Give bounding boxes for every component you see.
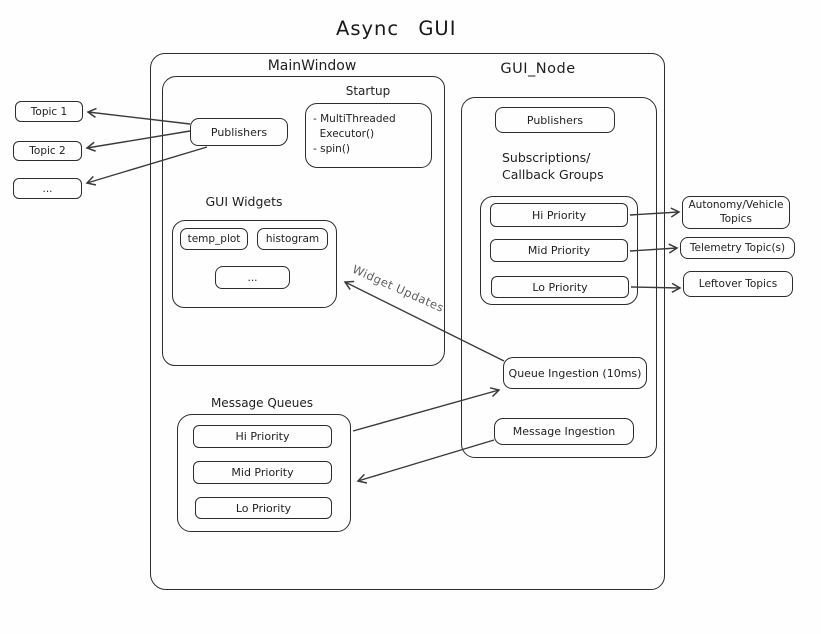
- widget-temp-plot-node: temp_plot: [180, 228, 248, 250]
- gui-widgets-label: GUI Widgets: [205, 194, 283, 209]
- gui-node-label: GUI_Node: [500, 61, 576, 77]
- mainwindow-label: MainWindow: [267, 58, 357, 74]
- callback-mid-priority-node: Mid Priority: [490, 239, 628, 262]
- topic-more-label: ...: [42, 182, 53, 195]
- queue-mid-priority-node: Mid Priority: [193, 461, 332, 484]
- queue-mid-priority-label: Mid Priority: [231, 466, 294, 479]
- topic-2-node: Topic 2: [13, 141, 82, 161]
- topic-1-label: Topic 1: [30, 105, 68, 118]
- queue-lo-priority-label: Lo Priority: [235, 501, 292, 515]
- queue-hi-priority-node: Hi Priority: [193, 425, 332, 448]
- callback-lo-priority-label: Lo Priority: [532, 280, 588, 294]
- queue-hi-priority-label: Hi Priority: [235, 430, 290, 443]
- topic-2-label: Topic 2: [29, 145, 66, 157]
- system-box: [150, 53, 665, 590]
- diagram-title: Async GUI: [336, 17, 457, 40]
- queue-ingestion-node: Queue Ingestion (10ms): [503, 357, 647, 389]
- gui-node-publishers-label: Publishers: [526, 113, 584, 127]
- leftover-topics-label: Leftover Topics: [698, 278, 778, 290]
- callback-hi-priority-label: Hi Priority: [532, 208, 586, 222]
- message-queues-label: Message Queues: [210, 396, 314, 410]
- telemetry-topics-node: Telemetry Topic(s): [680, 237, 795, 259]
- widget-more-label: ...: [247, 271, 258, 284]
- callback-lo-priority-node: Lo Priority: [491, 276, 629, 298]
- mainwindow-box: [162, 76, 445, 366]
- topic-more-node: ...: [13, 178, 82, 199]
- topic-1-node: Topic 1: [15, 101, 83, 122]
- widget-temp-plot-label: temp_plot: [187, 233, 241, 245]
- gui-node-box: [461, 97, 657, 458]
- callback-mid-priority-label: Mid Priority: [527, 244, 591, 257]
- leftover-topics-node: Leftover Topics: [683, 271, 793, 297]
- startup-box: [305, 103, 432, 168]
- subscriptions-label: Subscriptions/ Callback Groups: [502, 150, 604, 182]
- mainwindow-publishers-node: Publishers: [190, 118, 288, 146]
- queue-lo-priority-node: Lo Priority: [195, 497, 332, 519]
- startup-body: - MultiThreaded Executor() - spin(): [313, 113, 396, 155]
- widget-more-node: ...: [215, 266, 290, 289]
- gui-widgets-container: [172, 220, 337, 308]
- queue-ingestion-label: Queue Ingestion (10ms): [508, 366, 642, 380]
- message-ingestion-node: Message Ingestion: [494, 418, 634, 445]
- gui-node-publishers-node: Publishers: [495, 107, 615, 133]
- mainwindow-publishers-label: Publishers: [210, 125, 268, 139]
- widget-histogram-label: histogram: [265, 233, 320, 245]
- widget-histogram-node: histogram: [257, 228, 328, 250]
- telemetry-topics-label: Telemetry Topic(s): [689, 242, 786, 254]
- message-queues-container: [177, 414, 351, 532]
- autonomy-vehicle-topics-node: Autonomy/Vehicle Topics: [682, 196, 790, 229]
- message-ingestion-label: Message Ingestion: [512, 425, 616, 438]
- autonomy-vehicle-topics-label: Autonomy/Vehicle Topics: [688, 199, 784, 225]
- startup-label: Startup: [345, 84, 391, 98]
- callback-hi-priority-node: Hi Priority: [490, 203, 628, 227]
